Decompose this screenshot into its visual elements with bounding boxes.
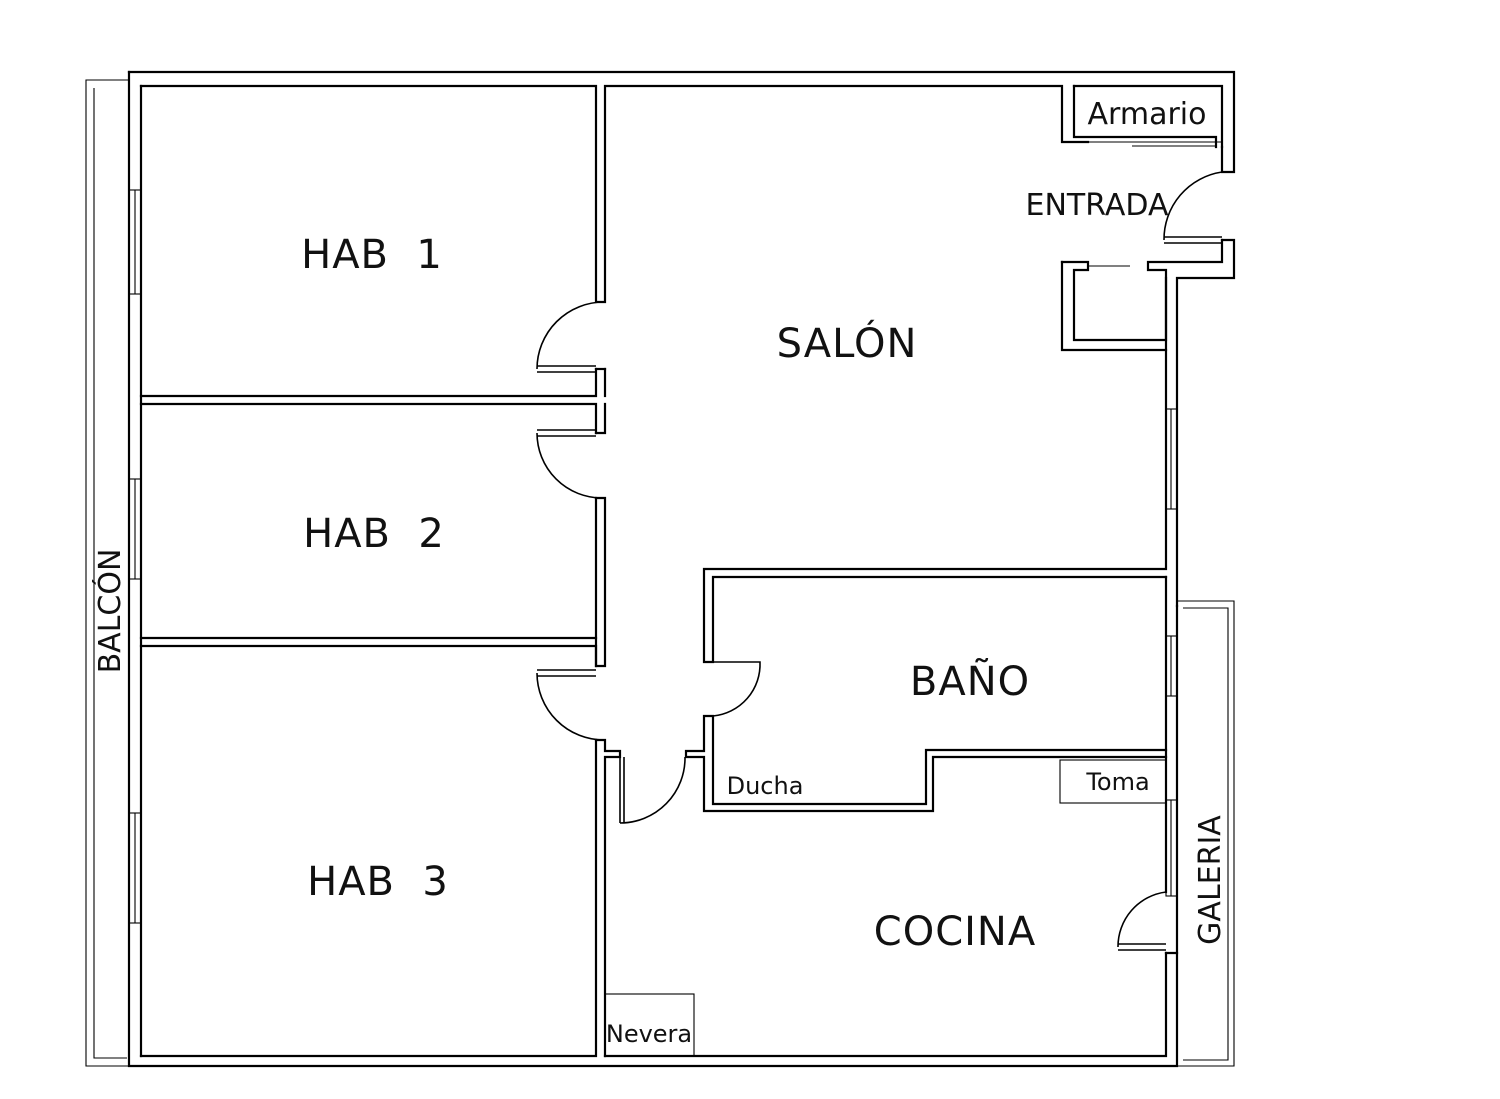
right-windows <box>1165 408 1178 897</box>
room-hab2 <box>139 402 607 668</box>
label-toma: Toma <box>1085 768 1149 796</box>
balcony <box>85 79 129 1067</box>
label-armario: Armario <box>1088 97 1207 132</box>
galeria <box>1177 600 1235 1067</box>
label-balcon: BALCÓN <box>91 549 128 674</box>
entry-area <box>1060 84 1224 352</box>
label-galeria: GALERIA <box>1193 815 1228 945</box>
room-cocina <box>603 755 1168 1058</box>
room-hab1 <box>139 84 1090 398</box>
label-cocina: COCINA <box>874 909 1036 955</box>
label-nevera: Nevera <box>606 1020 692 1048</box>
room-bano <box>684 276 1168 813</box>
label-salon: SALÓN <box>777 319 918 367</box>
label-hab1: HAB 1 <box>301 232 443 278</box>
label-ducha: Ducha <box>727 772 804 800</box>
label-hab3: HAB 3 <box>307 859 449 905</box>
label-bano: BAÑO <box>910 657 1030 705</box>
doors <box>536 171 1223 951</box>
label-hab2: HAB 2 <box>303 511 445 557</box>
room-hab3 <box>139 644 622 1058</box>
left-windows <box>128 189 142 924</box>
label-entrada: ENTRADA <box>1026 188 1169 223</box>
